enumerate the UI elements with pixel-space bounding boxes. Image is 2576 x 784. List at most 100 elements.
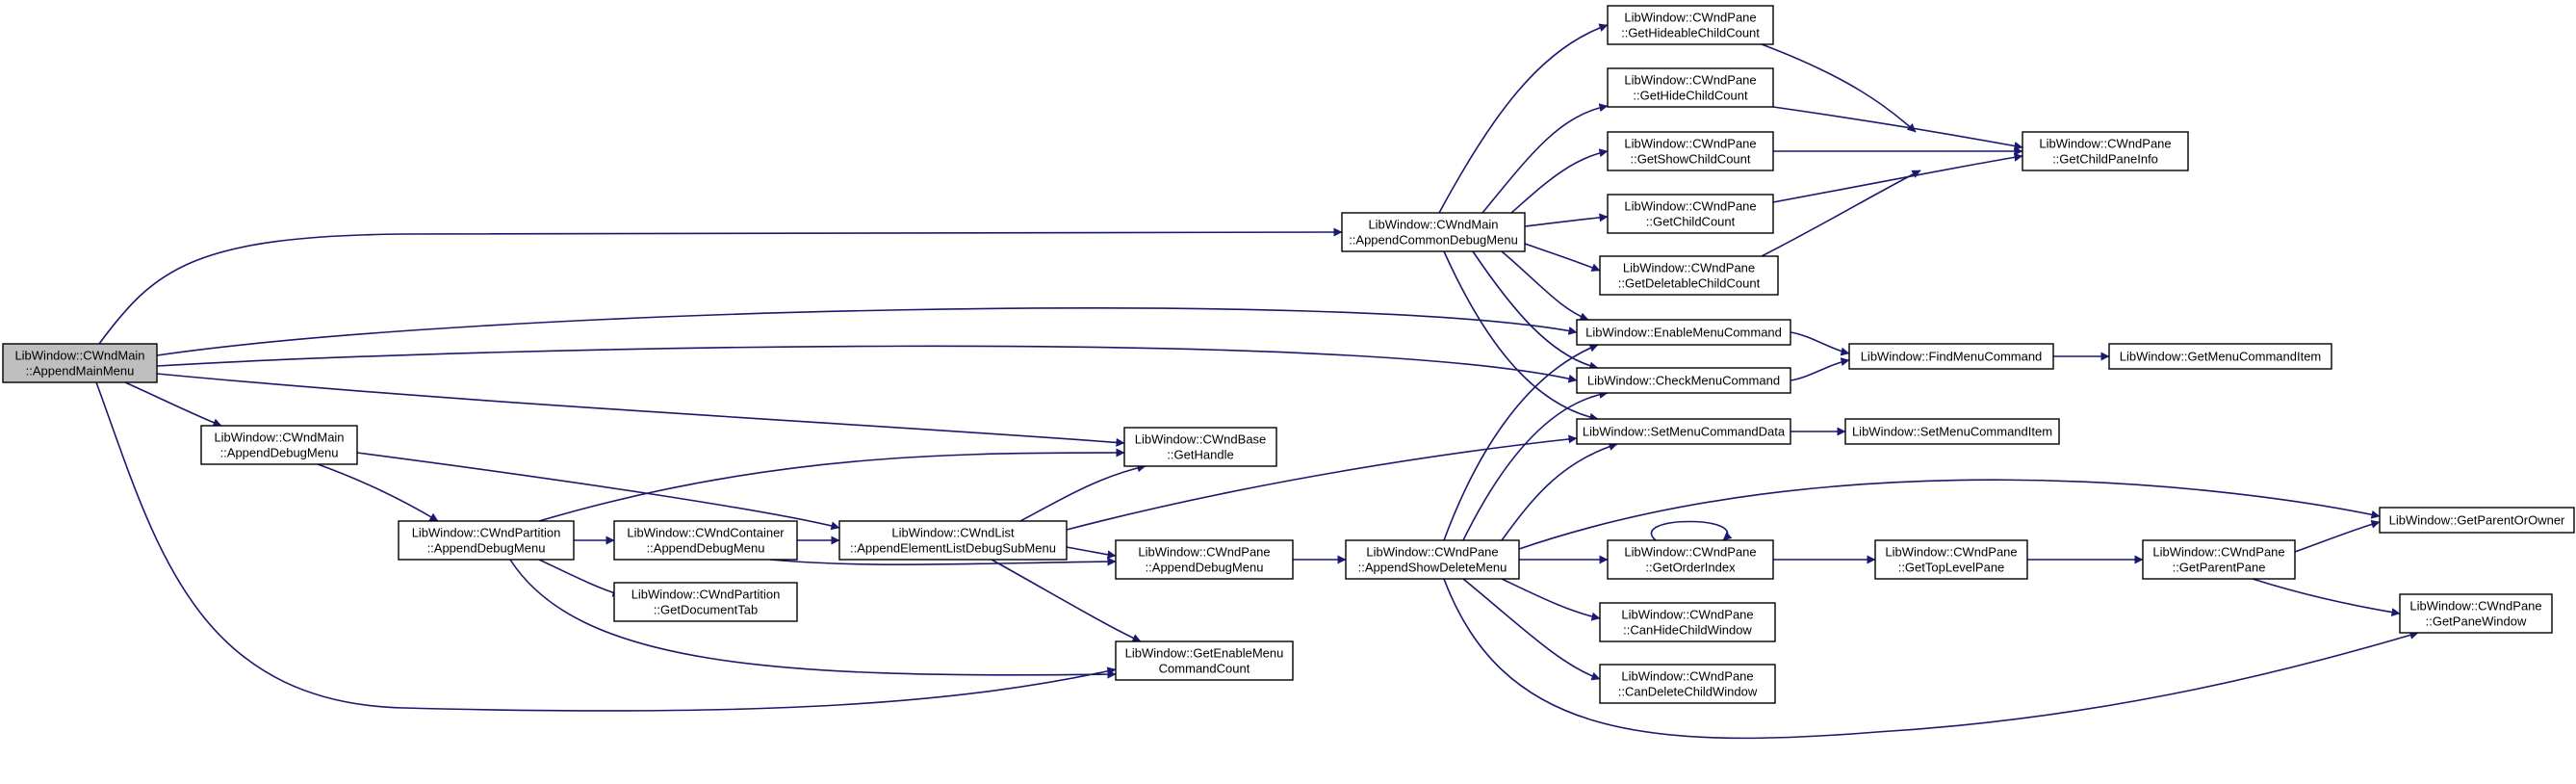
node-getPaneWindow[interactable]: LibWindow::CWndPane::GetPaneWindow	[2399, 593, 2553, 634]
node-getHideableChildCount[interactable]: LibWindow::CWndPane::GetHideableChildCou…	[1607, 5, 1774, 45]
node-getParentOrOwner[interactable]: LibWindow::GetParentOrOwner	[2379, 507, 2575, 534]
node-checkMenuCommand[interactable]: LibWindow::CheckMenuCommand	[1576, 367, 1791, 394]
node-appendShowDeleteMenu[interactable]: LibWindow::CWndPane::AppendShowDeleteMen…	[1345, 539, 1520, 580]
node-label-line: LibWindow::CWndMain	[214, 431, 344, 445]
node-label-line: ::GetChildPaneInfo	[2052, 152, 2158, 167]
node-partitionAppendDebugMenu[interactable]: LibWindow::CWndPartition::AppendDebugMen…	[398, 520, 575, 561]
node-label-line: LibWindow::CWndPane	[1138, 545, 1270, 560]
edge-getOrderIndex-to-getOrderIndex	[1650, 520, 1733, 541]
node-paneAppendDebugMenu[interactable]: LibWindow::CWndPane::AppendDebugMenu	[1115, 539, 1294, 580]
node-label-line: LibWindow::CWndPane	[1624, 199, 1756, 214]
node-label-line: ::GetDeletableChildCount	[1618, 276, 1761, 291]
node-getDeletableChildCount[interactable]: LibWindow::CWndPane::GetDeletableChildCo…	[1599, 255, 1779, 296]
edge-appendCommonDebugMenu-to-getDeletableChildCount	[1524, 243, 1601, 272]
node-box	[838, 520, 1068, 561]
node-getTopLevelPane[interactable]: LibWindow::CWndPane::GetTopLevelPane	[1874, 539, 2028, 580]
edge-appendCommonDebugMenu-to-setMenuCommandData	[1443, 250, 1599, 422]
node-enableMenuCommand[interactable]: LibWindow::EnableMenuCommand	[1576, 319, 1791, 346]
node-label-line: ::CanDeleteChildWindow	[1618, 685, 1758, 699]
node-box	[1599, 664, 1776, 704]
node-box	[1607, 131, 1774, 171]
node-getChildPaneInfo[interactable]: LibWindow::CWndPane::GetChildPaneInfo	[2022, 131, 2189, 171]
node-label-line: LibWindow::CWndPane	[1624, 73, 1756, 88]
node-label-line: LibWindow::CWndPane	[1621, 608, 1753, 622]
node-box	[2399, 593, 2553, 634]
edge-enableMenuCommand-to-findMenuCommand	[1790, 331, 1850, 356]
node-label-line: ::GetTopLevelPane	[1898, 561, 2005, 575]
node-box	[1123, 427, 1277, 467]
edge-appendShowDeleteMenu-to-setMenuCommandData	[1501, 442, 1618, 541]
node-label-line: LibWindow::SetMenuCommandItem	[1852, 425, 2052, 439]
node-getChildCount[interactable]: LibWindow::CWndPane::GetChildCount	[1607, 194, 1774, 234]
node-appendMainMenu[interactable]: LibWindow::CWndMain::AppendMainMenu	[2, 343, 158, 383]
node-label-line: ::AppendElementListDebugSubMenu	[850, 541, 1056, 556]
node-label-line: ::GetHideableChildCount	[1621, 26, 1760, 40]
node-box	[2108, 343, 2332, 370]
edge-appendMainMenu-to-mainAppendDebugMenu	[124, 381, 222, 428]
node-label-line: LibWindow::CWndPane	[1624, 11, 1756, 25]
node-box	[1576, 367, 1791, 394]
edge-appendElementListDebugSubMenu-to-getHandle	[1019, 463, 1146, 522]
node-label-line: ::AppendDebugMenu	[1146, 561, 1264, 575]
node-label-line: ::GetShowChildCount	[1630, 152, 1750, 167]
node-label-line: LibWindow::CWndPane	[2152, 545, 2284, 560]
node-box	[1607, 67, 1774, 108]
edge-appendCommonDebugMenu-to-enableMenuCommand	[1501, 250, 1589, 321]
edge-appendElementListDebugSubMenu-to-setMenuCommandData	[1066, 434, 1578, 531]
node-label-line: LibWindow::CWndPane	[1623, 261, 1755, 275]
node-box	[1874, 539, 2028, 580]
node-containerAppendDebugMenu[interactable]: LibWindow::CWndContainer::AppendDebugMen…	[613, 520, 798, 561]
node-box	[1599, 602, 1776, 642]
nodes: LibWindow::CWndMain::AppendMainMenuLibWi…	[2, 5, 2575, 704]
node-appendCommonDebugMenu[interactable]: LibWindow::CWndMain::AppendCommonDebugMe…	[1341, 212, 1526, 252]
edge-appendShowDeleteMenu-to-canDeleteChildWindow	[1462, 578, 1601, 681]
node-label-line: ::CanHideChildWindow	[1623, 623, 1752, 638]
node-label-line: LibWindow::GetMenuCommandItem	[2120, 350, 2322, 364]
node-setMenuCommandItem[interactable]: LibWindow::SetMenuCommandItem	[1844, 418, 2060, 445]
node-box	[1341, 212, 1526, 252]
node-label-line: LibWindow::FindMenuCommand	[1861, 350, 2043, 364]
node-label-line: LibWindow::CWndPane	[1624, 137, 1756, 151]
edge-appendCommonDebugMenu-to-getShowChildCount	[1510, 148, 1609, 214]
node-getHandle[interactable]: LibWindow::CWndBase::GetHandle	[1123, 427, 1277, 467]
node-label-line: ::GetChildCount	[1646, 215, 1736, 229]
edge-getParentPane-to-getPaneWindow	[2252, 578, 2401, 617]
node-getHideChildCount[interactable]: LibWindow::CWndPane::GetHideChildCount	[1607, 67, 1774, 108]
node-findMenuCommand[interactable]: LibWindow::FindMenuCommand	[1848, 343, 2054, 370]
edge-partitionAppendDebugMenu-to-getHandle	[538, 448, 1125, 522]
node-label-line: ::AppendMainMenu	[26, 364, 135, 379]
edge-appendShowDeleteMenu-to-getParentOrOwner	[1518, 479, 2381, 550]
edge-appendShowDeleteMenu-to-canHideChildWindow	[1501, 578, 1601, 621]
node-label-line: ::AppendDebugMenu	[427, 541, 546, 556]
node-getDocumentTab[interactable]: LibWindow::CWndPartition::GetDocumentTab	[613, 582, 798, 622]
node-label-line: LibWindow::CWndPartition	[412, 526, 561, 540]
node-getOrderIndex[interactable]: LibWindow::CWndPane::GetOrderIndex	[1607, 539, 1774, 580]
node-box	[1607, 539, 1774, 580]
edge-appendCommonDebugMenu-to-getChildCount	[1524, 213, 1609, 227]
node-label-line: ::AppendShowDeleteMenu	[1358, 561, 1507, 575]
edge-getDeletableChildCount-to-getChildPaneInfo	[1761, 170, 1921, 257]
edge-appendCommonDebugMenu-to-getHideChildCount	[1481, 103, 1609, 214]
node-appendElementListDebugSubMenu[interactable]: LibWindow::CWndList::AppendElementListDe…	[838, 520, 1068, 561]
node-box	[2142, 539, 2296, 580]
edge-getChildCount-to-getChildPaneInfo	[1772, 152, 2023, 203]
node-box	[1576, 319, 1791, 346]
node-getShowChildCount[interactable]: LibWindow::CWndPane::GetShowChildCount	[1607, 131, 1774, 171]
node-mainAppendDebugMenu[interactable]: LibWindow::CWndMain::AppendDebugMenu	[200, 425, 358, 465]
node-label-line: LibWindow::CWndPane	[1885, 545, 2017, 560]
node-box	[1115, 539, 1294, 580]
node-canDeleteChildWindow[interactable]: LibWindow::CWndPane::CanDeleteChildWindo…	[1599, 664, 1776, 704]
edge-containerAppendDebugMenu-to-paneAppendDebugMenu	[769, 557, 1117, 566]
node-box	[1115, 640, 1294, 681]
node-box	[1844, 418, 2060, 445]
node-label-line: LibWindow::SetMenuCommandData	[1583, 425, 1786, 439]
node-getParentPane[interactable]: LibWindow::CWndPane::GetParentPane	[2142, 539, 2296, 580]
node-setMenuCommandData[interactable]: LibWindow::SetMenuCommandData	[1576, 418, 1791, 445]
node-getMenuCommandItem[interactable]: LibWindow::GetMenuCommandItem	[2108, 343, 2332, 370]
node-canHideChildWindow[interactable]: LibWindow::CWndPane::CanHideChildWindow	[1599, 602, 1776, 642]
node-box	[1607, 5, 1774, 45]
edge-appendShowDeleteMenu-to-checkMenuCommand	[1462, 390, 1609, 541]
edge-appendCommonDebugMenu-to-getHideableChildCount	[1438, 23, 1609, 214]
node-label-line: ::GetDocumentTab	[654, 603, 758, 617]
